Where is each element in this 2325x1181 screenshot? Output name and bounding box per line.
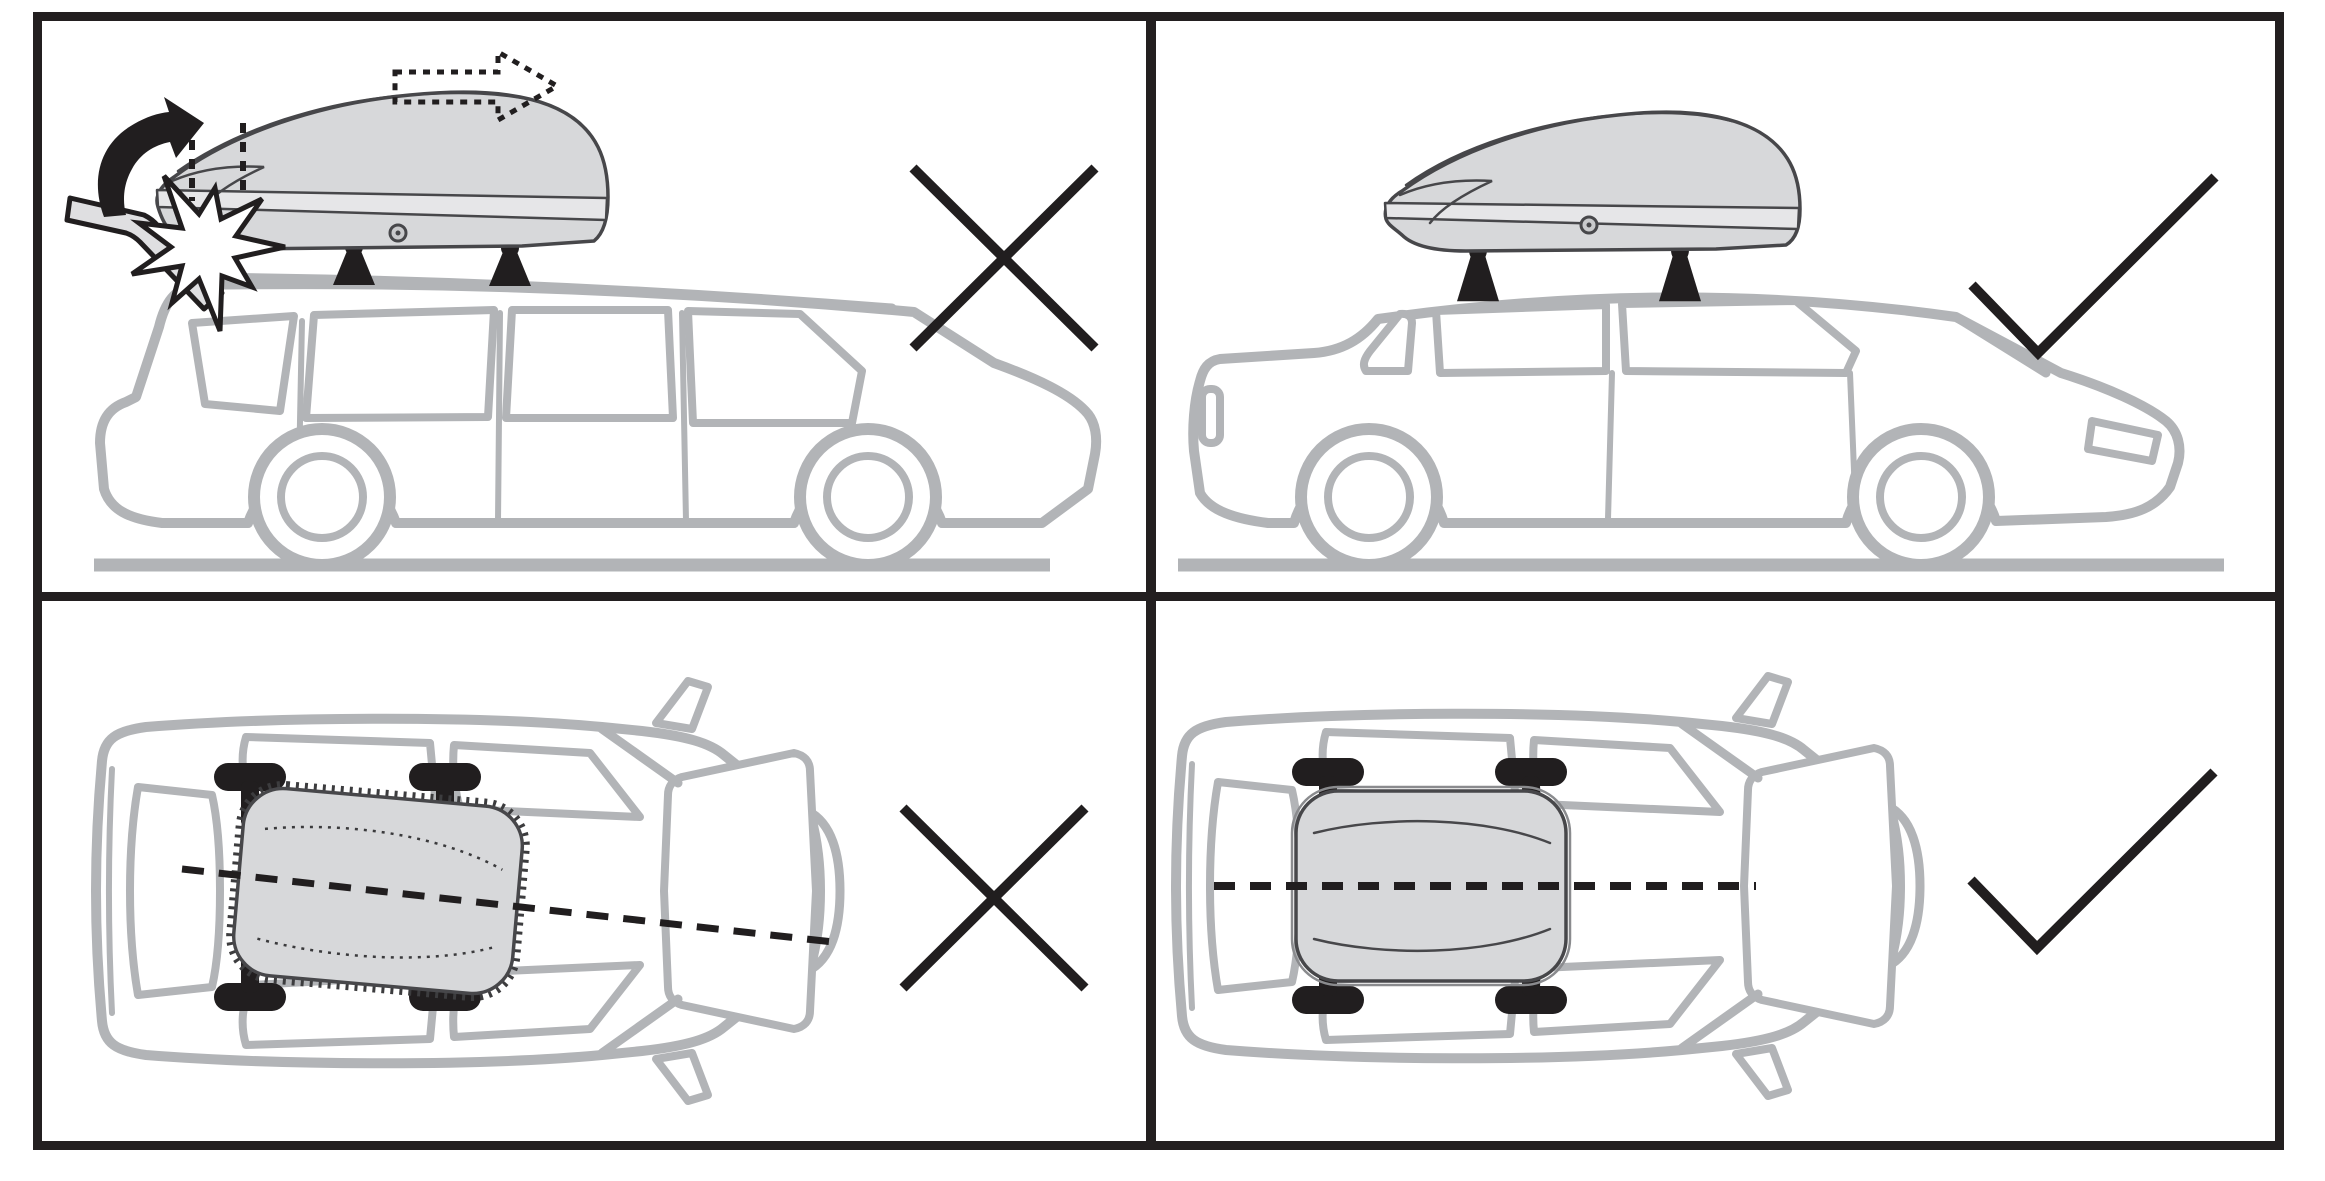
top-view-incorrect-illustration: [42, 601, 1146, 1141]
panel-side-incorrect: [42, 21, 1146, 592]
horizontal-divider: [42, 592, 2275, 601]
cross-mark-icon: [903, 808, 1085, 988]
diagram-frame: [33, 12, 2284, 1150]
headlight: [2084, 417, 2162, 465]
front-wheel: [1853, 429, 1989, 565]
top-view-correct-illustration: [1156, 601, 2275, 1141]
impact-star-icon: [130, 174, 286, 332]
sedan-illustration: [1188, 292, 2185, 565]
panel-top-incorrect: [42, 601, 1146, 1141]
side-view-correct-illustration: [1178, 110, 2224, 572]
roof-box-side: [155, 90, 610, 251]
station-wagon-illustration: [95, 272, 1102, 565]
side-view-incorrect-illustration: [64, 47, 1102, 572]
box-lock-keyhole: [1586, 222, 1592, 228]
rear-wheel: [254, 429, 390, 565]
panel-side-correct: [1156, 21, 2275, 592]
taillight: [1198, 385, 1224, 447]
box-gasket-stitching: [226, 780, 530, 1002]
clearance-dashed-lines: [189, 121, 246, 201]
box-lock-keyhole: [395, 230, 401, 236]
cross-mark-icon: [913, 168, 1095, 348]
front-wheel: [800, 429, 936, 565]
tailgate-swing-arrow-icon: [97, 97, 204, 217]
roof-box-side: [1383, 110, 1802, 253]
check-mark-icon: [1971, 772, 2214, 948]
check-mark-icon: [1972, 177, 2215, 353]
rear-wheel: [1301, 429, 1437, 565]
panel-top-correct: [1156, 601, 2275, 1141]
box-rear-spoiler-line: [1398, 179, 1493, 225]
box-lid-seam: [155, 188, 609, 222]
forward-direction-dashed-arrow-icon: [392, 47, 563, 125]
vertical-divider: [1146, 21, 1156, 1141]
